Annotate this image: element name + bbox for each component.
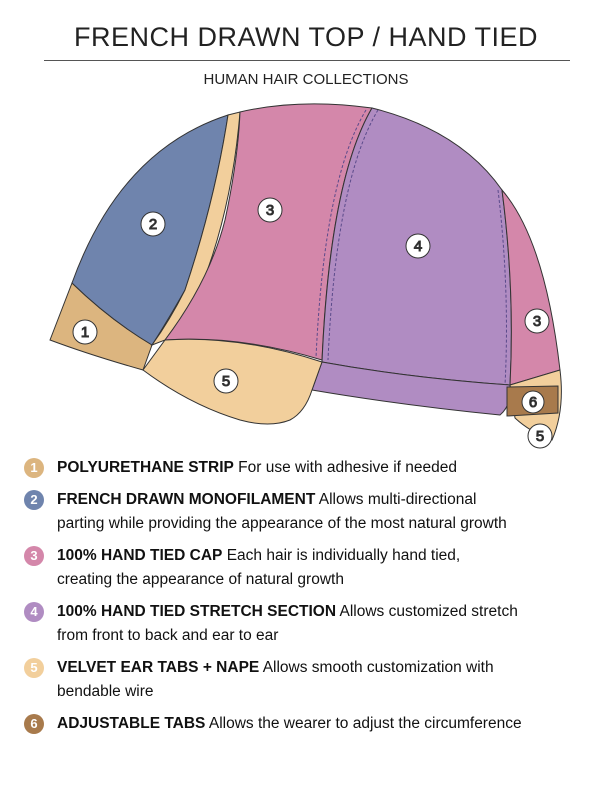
number-badge: 6 xyxy=(24,714,44,734)
legend-item-name: POLYURETHANE STRIP xyxy=(57,459,234,476)
legend-item-desc-cont: from front to back and ear to ear xyxy=(57,627,279,644)
label-5-nape: 5 xyxy=(536,428,544,445)
label-3-right: 3 xyxy=(533,313,541,330)
stitch-lines xyxy=(315,109,507,386)
legend-item: 4 100% HAND TIED STRETCH SECTION Allows c… xyxy=(24,600,612,648)
number-badge: 2 xyxy=(24,490,44,510)
legend-item: 3 100% HAND TIED CAP Each hair is individ… xyxy=(24,544,612,592)
legend-item: 2 FRENCH DRAWN MONOFILAMENT Allows multi-… xyxy=(24,488,612,536)
diagram-label-markers: 1 2 3 4 3 5 6 5 xyxy=(72,197,553,449)
page-subtitle: HUMAN HAIR COLLECTIONS xyxy=(203,71,409,88)
legend-item-desc: Allows smooth customization with xyxy=(262,659,494,676)
legend-item-name: VELVET EAR TABS + NAPE xyxy=(57,659,260,676)
region-beige-strip xyxy=(150,111,241,347)
legend-item-name: 100% HAND TIED CAP xyxy=(57,547,223,564)
wig-cap-diagram: 1 2 3 4 3 5 6 5 xyxy=(49,103,562,449)
page-title: FRENCH DRAWN TOP / HAND TIED xyxy=(73,22,539,52)
label-2: 2 xyxy=(149,216,157,233)
legend-item: 6 ADJUSTABLE TABS Allows the wearer to ad… xyxy=(24,712,612,736)
legend-item-desc: For use with adhesive if needed xyxy=(238,459,458,476)
label-4: 4 xyxy=(414,238,422,255)
label-6: 6 xyxy=(529,394,537,411)
legend-item: 1 POLYURETHANE STRIP For use with adhesiv… xyxy=(24,456,612,480)
legend-item-name: ADJUSTABLE TABS xyxy=(57,715,206,732)
legend-item-name: FRENCH DRAWN MONOFILAMENT xyxy=(57,491,316,508)
label-1: 1 xyxy=(81,324,89,341)
number-badge: 1 xyxy=(24,458,44,478)
legend-item: 5 VELVET EAR TABS + NAPE Allows smooth cu… xyxy=(24,656,612,704)
legend-item-desc-cont: parting while providing the appearance o… xyxy=(57,515,507,532)
number-badge: 3 xyxy=(24,546,44,566)
legend-item-name: 100% HAND TIED STRETCH SECTION xyxy=(57,603,337,620)
legend-item-desc: Allows multi-directional xyxy=(318,491,477,508)
legend: 1 POLYURETHANE STRIP For use with adhesiv… xyxy=(24,456,612,744)
label-5: 5 xyxy=(222,373,230,390)
number-badge: 4 xyxy=(24,602,44,622)
region-3-hand-tied-cap xyxy=(163,103,373,361)
legend-item-desc: Allows customized stretch xyxy=(339,603,518,620)
number-badge: 5 xyxy=(24,658,44,678)
legend-item-desc: Allows the wearer to adjust the circumfe… xyxy=(208,715,522,732)
label-3: 3 xyxy=(266,202,274,219)
legend-item-desc-cont: bendable wire xyxy=(57,683,154,700)
region-3-right xyxy=(501,188,561,386)
title-divider xyxy=(44,60,570,61)
legend-item-desc: Each hair is individually hand tied, xyxy=(226,547,461,564)
legend-item-desc-cont: creating the appearance of natural growt… xyxy=(57,571,344,588)
